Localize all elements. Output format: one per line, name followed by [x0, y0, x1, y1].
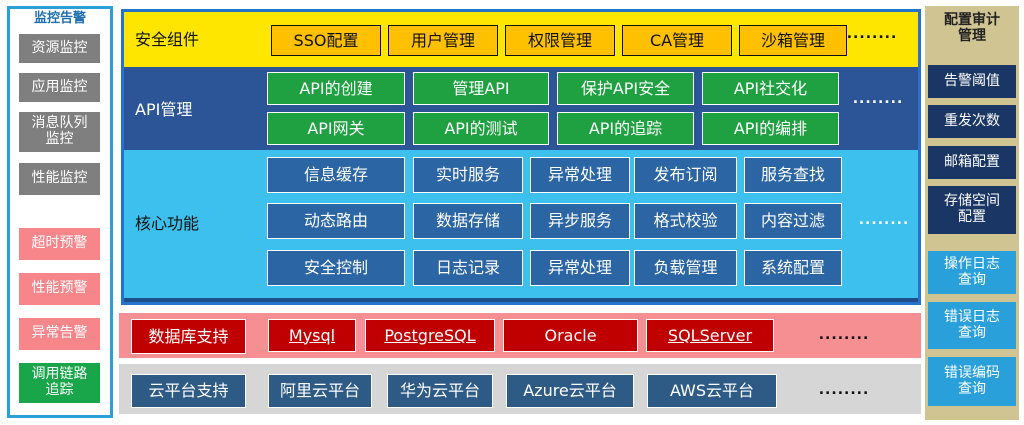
cloud-row-label: 云平台支持 — [131, 374, 246, 408]
log-item-error[interactable]: 错误日志 查询 — [928, 302, 1016, 349]
log-item-error-code[interactable]: 错误编码 查询 — [928, 357, 1016, 406]
security-row-label: 安全组件 — [135, 30, 200, 50]
api-item-trace[interactable]: API的追踪 — [557, 112, 694, 145]
log-item-operation[interactable]: 操作日志 查询 — [928, 251, 1016, 294]
config-item-storage[interactable]: 存储空间 配置 — [928, 186, 1016, 234]
api-item-gateway[interactable]: API网关 — [267, 112, 405, 145]
core-row-label: 核心功能 — [135, 214, 200, 234]
core-item-async[interactable]: 异步服务 — [530, 203, 630, 239]
api-more: ........ — [852, 91, 904, 108]
core-item-pubsub[interactable]: 发布订阅 — [634, 157, 737, 193]
core-item-exception-2[interactable]: 异常处理 — [530, 250, 630, 286]
alert-item-performance[interactable]: 性能预警 — [19, 273, 100, 305]
db-item-sqlserver-label: SQLServer — [667, 325, 753, 345]
core-item-logging[interactable]: 日志记录 — [413, 250, 523, 286]
cloud-item-aws[interactable]: AWS云平台 — [647, 374, 777, 408]
db-item-mysql[interactable]: Mysql — [268, 319, 356, 352]
config-audit-panel-title: 配置审计 管理 — [944, 12, 1000, 44]
api-item-create[interactable]: API的创建 — [267, 72, 405, 105]
api-item-orchestrate[interactable]: API的编排 — [702, 112, 839, 145]
core-item-exception-1[interactable]: 异常处理 — [530, 157, 630, 193]
core-item-cache[interactable]: 信息缓存 — [267, 157, 405, 193]
monitor-item-performance[interactable]: 性能监控 — [19, 163, 100, 195]
cloud-more: ........ — [818, 382, 870, 399]
alert-item-timeout[interactable]: 超时预警 — [19, 228, 100, 260]
monitor-item-message-queue[interactable]: 消息队列 监控 — [19, 112, 100, 152]
monitoring-panel-title: 监控告警 — [33, 10, 86, 26]
monitor-item-resource[interactable]: 资源监控 — [19, 34, 100, 63]
api-row-label: API管理 — [135, 100, 193, 120]
core-item-security-control[interactable]: 安全控制 — [267, 250, 405, 286]
config-item-retry-count[interactable]: 重发次数 — [928, 105, 1016, 138]
monitoring-panel — [7, 6, 113, 418]
config-item-alert-threshold[interactable]: 告警阈值 — [928, 65, 1016, 98]
core-item-system-config[interactable]: 系统配置 — [744, 250, 842, 286]
api-item-protect[interactable]: 保护API安全 — [557, 72, 694, 105]
security-item-ca[interactable]: CA管理 — [622, 25, 732, 56]
config-item-email[interactable]: 邮箱配置 — [928, 146, 1016, 179]
cloud-item-azure[interactable]: Azure云平台 — [506, 374, 634, 408]
database-row-label: 数据库支持 — [131, 319, 246, 354]
db-item-oracle[interactable]: Oracle — [503, 319, 638, 352]
db-item-mysql-label: Mysql — [288, 325, 336, 345]
db-item-sqlserver[interactable]: SQLServer — [646, 319, 774, 352]
api-item-manage[interactable]: 管理API — [413, 72, 549, 105]
api-item-test[interactable]: API的测试 — [413, 112, 549, 145]
db-item-postgresql[interactable]: PostgreSQL — [365, 319, 495, 352]
core-item-load[interactable]: 负载管理 — [634, 250, 737, 286]
core-item-data-storage[interactable]: 数据存储 — [413, 203, 523, 239]
core-item-content-filter[interactable]: 内容过滤 — [744, 203, 842, 239]
alert-item-exception[interactable]: 异常告警 — [19, 318, 100, 350]
core-item-realtime[interactable]: 实时服务 — [413, 157, 523, 193]
security-item-permission[interactable]: 权限管理 — [505, 25, 615, 56]
security-item-sandbox[interactable]: 沙箱管理 — [739, 25, 847, 56]
cloud-item-aliyun[interactable]: 阿里云平台 — [268, 374, 372, 408]
core-item-service-lookup[interactable]: 服务查找 — [744, 157, 842, 193]
trace-item-call-chain[interactable]: 调用链路 追踪 — [19, 363, 100, 403]
monitor-item-application[interactable]: 应用监控 — [19, 73, 100, 102]
security-more: ........ — [846, 26, 898, 43]
cloud-item-huawei[interactable]: 华为云平台 — [387, 374, 493, 408]
core-more: ........ — [858, 212, 910, 229]
security-item-sso[interactable]: SSO配置 — [271, 25, 381, 56]
api-item-social[interactable]: API社交化 — [702, 72, 839, 105]
db-item-postgresql-label: PostgreSQL — [384, 325, 476, 345]
security-item-user[interactable]: 用户管理 — [388, 25, 498, 56]
db-item-oracle-label: Oracle — [544, 325, 597, 345]
core-item-format-check[interactable]: 格式校验 — [634, 203, 737, 239]
database-more: ........ — [818, 327, 870, 344]
core-item-dynamic-routing[interactable]: 动态路由 — [267, 203, 405, 239]
